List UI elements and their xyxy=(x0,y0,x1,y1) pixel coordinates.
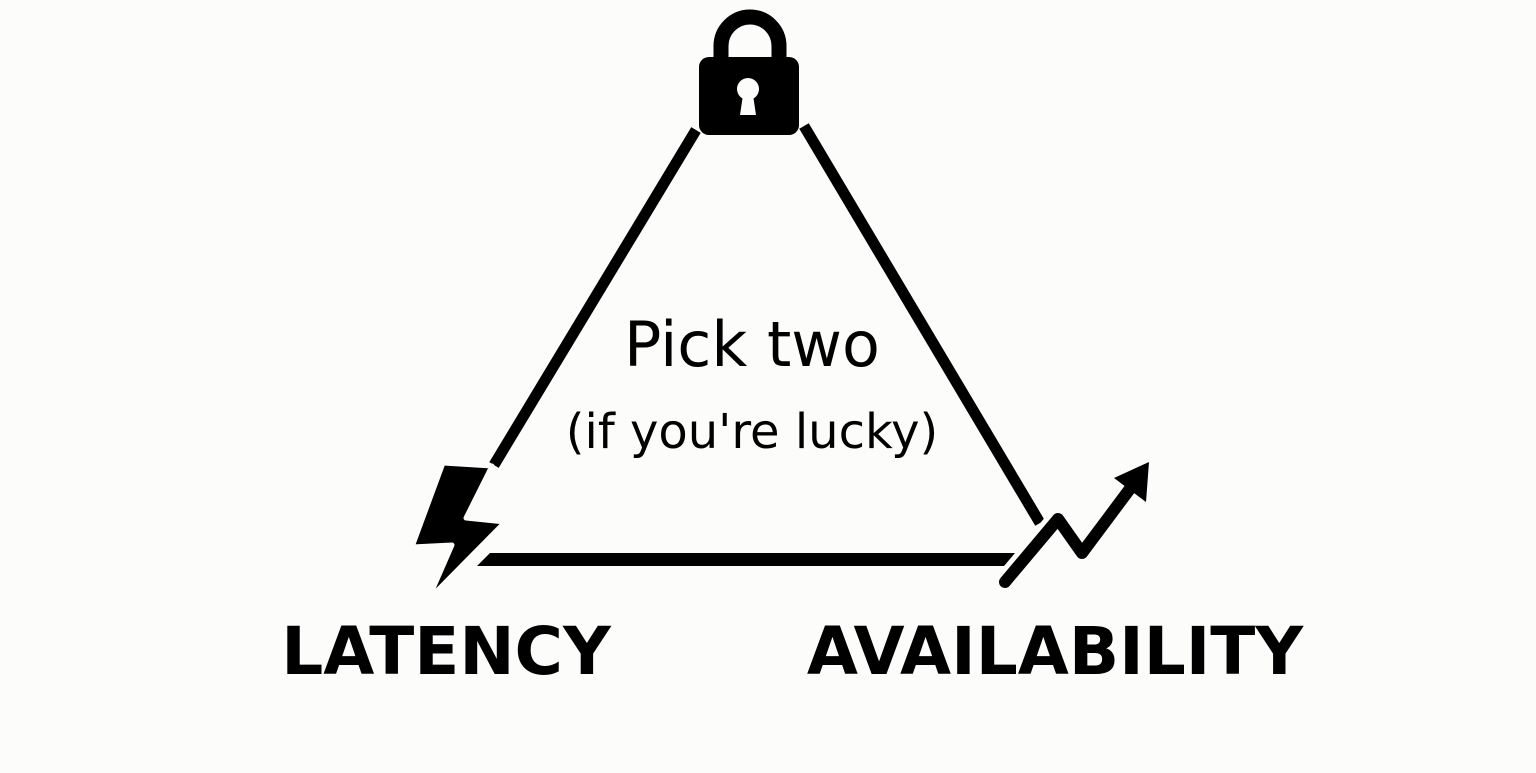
trending-up-arrow-icon xyxy=(994,462,1149,593)
triangle-edges xyxy=(489,123,1045,526)
center-subtitle: (if you're lucky) xyxy=(566,404,938,460)
lock-icon xyxy=(699,9,799,135)
center-title: Pick two xyxy=(624,308,880,381)
edge-right xyxy=(799,123,1045,526)
latency-label: LATENCY xyxy=(281,613,612,690)
edge-left xyxy=(489,127,701,468)
lightning-bolt-icon xyxy=(409,460,508,603)
availability-label: AVAILABILITY xyxy=(807,613,1304,690)
edge-bottom xyxy=(477,553,1032,566)
